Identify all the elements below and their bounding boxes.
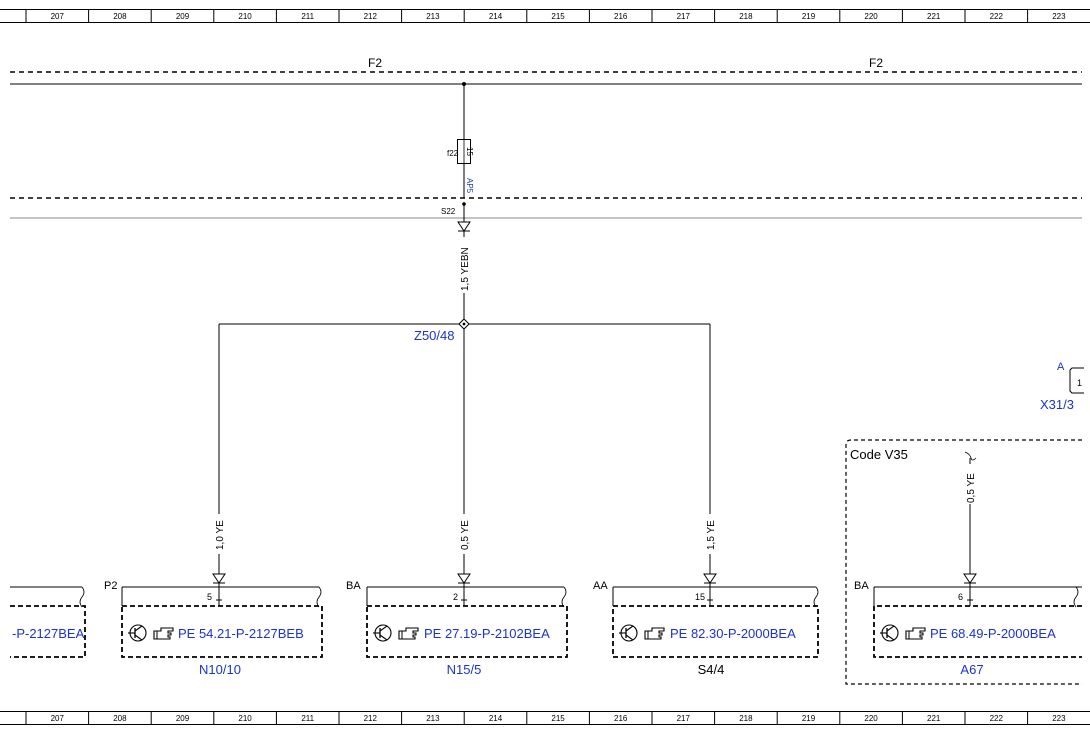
ruler-column-number: 219 bbox=[802, 714, 816, 723]
ruler-column-number: 209 bbox=[176, 12, 190, 21]
component-2-name[interactable]: N15/5 bbox=[447, 662, 482, 677]
ruler-column-number: 220 bbox=[864, 714, 878, 723]
ruler-column-number: 218 bbox=[739, 714, 753, 723]
connector-arrow-icon bbox=[457, 221, 471, 232]
ruler-column-number: 209 bbox=[176, 714, 190, 723]
connector-pin: 1 bbox=[1077, 378, 1082, 388]
component-s4-4[interactable]: AA 15 PE 82.30-P-2000BEA S4/4 bbox=[593, 573, 819, 677]
ruler-column-number: 207 bbox=[51, 12, 65, 21]
ruler-column-number: 211 bbox=[301, 714, 314, 723]
splice-label: S22 bbox=[441, 207, 456, 216]
ruler-column-number: 214 bbox=[489, 12, 503, 21]
component-1-name[interactable]: N10/10 bbox=[199, 662, 241, 677]
ruler-column-number: 221 bbox=[927, 714, 941, 723]
fuse-rating: 15 bbox=[465, 147, 474, 156]
ruler-column-number: 208 bbox=[113, 714, 127, 723]
code-box-port: BA bbox=[854, 580, 869, 592]
connector-port: A bbox=[1057, 361, 1065, 373]
component-2-box bbox=[366, 605, 568, 658]
branch-2-wire-label: 0,5 YE bbox=[460, 520, 471, 550]
connector-x31-3[interactable]: A 1 X31/3 bbox=[1040, 361, 1084, 412]
ruler-column-number: 213 bbox=[426, 12, 440, 21]
branch-1-wire-label: 1,0 YE bbox=[215, 520, 226, 550]
bottom-ruler: 207 208 209 210 211 212 213 214 215 216 217 218 219 2… bbox=[0, 711, 1090, 725]
main-wire-label: 1,5 YEBN bbox=[460, 247, 471, 291]
component-2-pin: 2 bbox=[453, 592, 458, 602]
connector-arrow-icon bbox=[963, 573, 977, 584]
ruler-column-number: 213 bbox=[426, 714, 440, 723]
ruler-column-number: 208 bbox=[113, 12, 127, 21]
component-1-pe-link[interactable]: PE 54.21-P-2127BEB bbox=[178, 626, 304, 641]
ruler-column-number: 214 bbox=[489, 714, 503, 723]
component-2-pe-link[interactable]: PE 27.19-P-2102BEA bbox=[424, 626, 550, 641]
partial-pe-link[interactable]: -P-2127BEA bbox=[12, 626, 85, 641]
ruler-column-number: 216 bbox=[614, 12, 628, 21]
ruler-column-number: 221 bbox=[927, 12, 941, 21]
pointing-hand-icon bbox=[644, 627, 665, 640]
component-3-port: AA bbox=[593, 580, 608, 592]
transistor-icon bbox=[373, 624, 392, 642]
component-3-name: S4/4 bbox=[698, 662, 725, 677]
code-box-pin: 6 bbox=[958, 592, 963, 602]
code-box-name[interactable]: A67 bbox=[960, 662, 983, 677]
ruler-column-number: 210 bbox=[238, 12, 252, 21]
ruler-column-number: 215 bbox=[551, 714, 565, 723]
ruler-column-number: 223 bbox=[1052, 12, 1066, 21]
junction-label[interactable]: Z50/48 bbox=[414, 328, 454, 343]
fuse-id: f22 bbox=[447, 149, 459, 158]
partial-component-left[interactable]: -P-2127BEA bbox=[10, 586, 86, 658]
bus-label-right: F2 bbox=[869, 56, 883, 70]
pointing-hand-icon bbox=[905, 627, 926, 640]
ruler-column-number: 212 bbox=[364, 12, 378, 21]
connector-arrow-icon bbox=[703, 573, 717, 584]
transistor-icon bbox=[128, 624, 147, 642]
component-3-pe-link[interactable]: PE 82.30-P-2000BEA bbox=[670, 626, 796, 641]
branch-3-wire-label: 1,5 YE bbox=[706, 520, 717, 550]
ruler-column-number: 219 bbox=[802, 12, 816, 21]
ruler-column-number: 211 bbox=[301, 12, 314, 21]
ruler-column-number: 217 bbox=[677, 714, 691, 723]
ruler-column-number: 218 bbox=[739, 12, 753, 21]
ruler-column-number: 223 bbox=[1052, 714, 1066, 723]
ruler-column-number: 212 bbox=[364, 714, 378, 723]
ruler-column-number: 210 bbox=[238, 714, 252, 723]
ruler-column-number: 222 bbox=[990, 12, 1004, 21]
component-n10-10[interactable]: P2 5 PE 54.21-P-2127BEB N10/10 bbox=[104, 573, 323, 677]
component-n15-5[interactable]: BA 2 PE 27.19-P-2102BEA N15/5 bbox=[346, 573, 568, 677]
code-v35-box[interactable]: Code V35 0,5 YE BA 6 PE 68.49-P-2000BEA … bbox=[845, 439, 1082, 685]
code-box-component-box bbox=[873, 605, 1082, 658]
ruler-column-number: 220 bbox=[864, 12, 878, 21]
connector-arrow-icon bbox=[457, 573, 471, 584]
pointing-hand-icon bbox=[153, 627, 174, 640]
transistor-icon bbox=[619, 624, 638, 642]
fuse-f22[interactable]: f22 15 bbox=[447, 139, 474, 164]
connector-arrow-icon bbox=[212, 573, 226, 584]
ruler-column-number: 216 bbox=[614, 714, 628, 723]
component-2-port: BA bbox=[346, 580, 361, 592]
ruler-column-number: 217 bbox=[677, 12, 691, 21]
component-1-box bbox=[121, 605, 323, 658]
ruler-column-number: 207 bbox=[51, 714, 65, 723]
component-1-pin: 5 bbox=[207, 592, 212, 602]
fuse-terminal: AP5 bbox=[465, 178, 474, 194]
bus-label-left: F2 bbox=[368, 56, 382, 70]
connector-name[interactable]: X31/3 bbox=[1040, 397, 1074, 412]
ruler-column-number: 215 bbox=[551, 12, 565, 21]
top-ruler: 207 208 209 210 211 212 213 214 215 216 217 218 219 2… bbox=[0, 9, 1090, 23]
code-box-wire-label: 0,5 YE bbox=[966, 473, 977, 503]
code-box-pe-link[interactable]: PE 68.49-P-2000BEA bbox=[930, 626, 1056, 641]
ruler-column-number: 222 bbox=[990, 714, 1004, 723]
component-1-port: P2 bbox=[104, 580, 117, 592]
transistor-icon bbox=[880, 624, 899, 642]
pointing-hand-icon bbox=[398, 627, 419, 640]
component-3-pin: 15 bbox=[695, 592, 705, 602]
code-box-label: Code V35 bbox=[850, 447, 908, 462]
